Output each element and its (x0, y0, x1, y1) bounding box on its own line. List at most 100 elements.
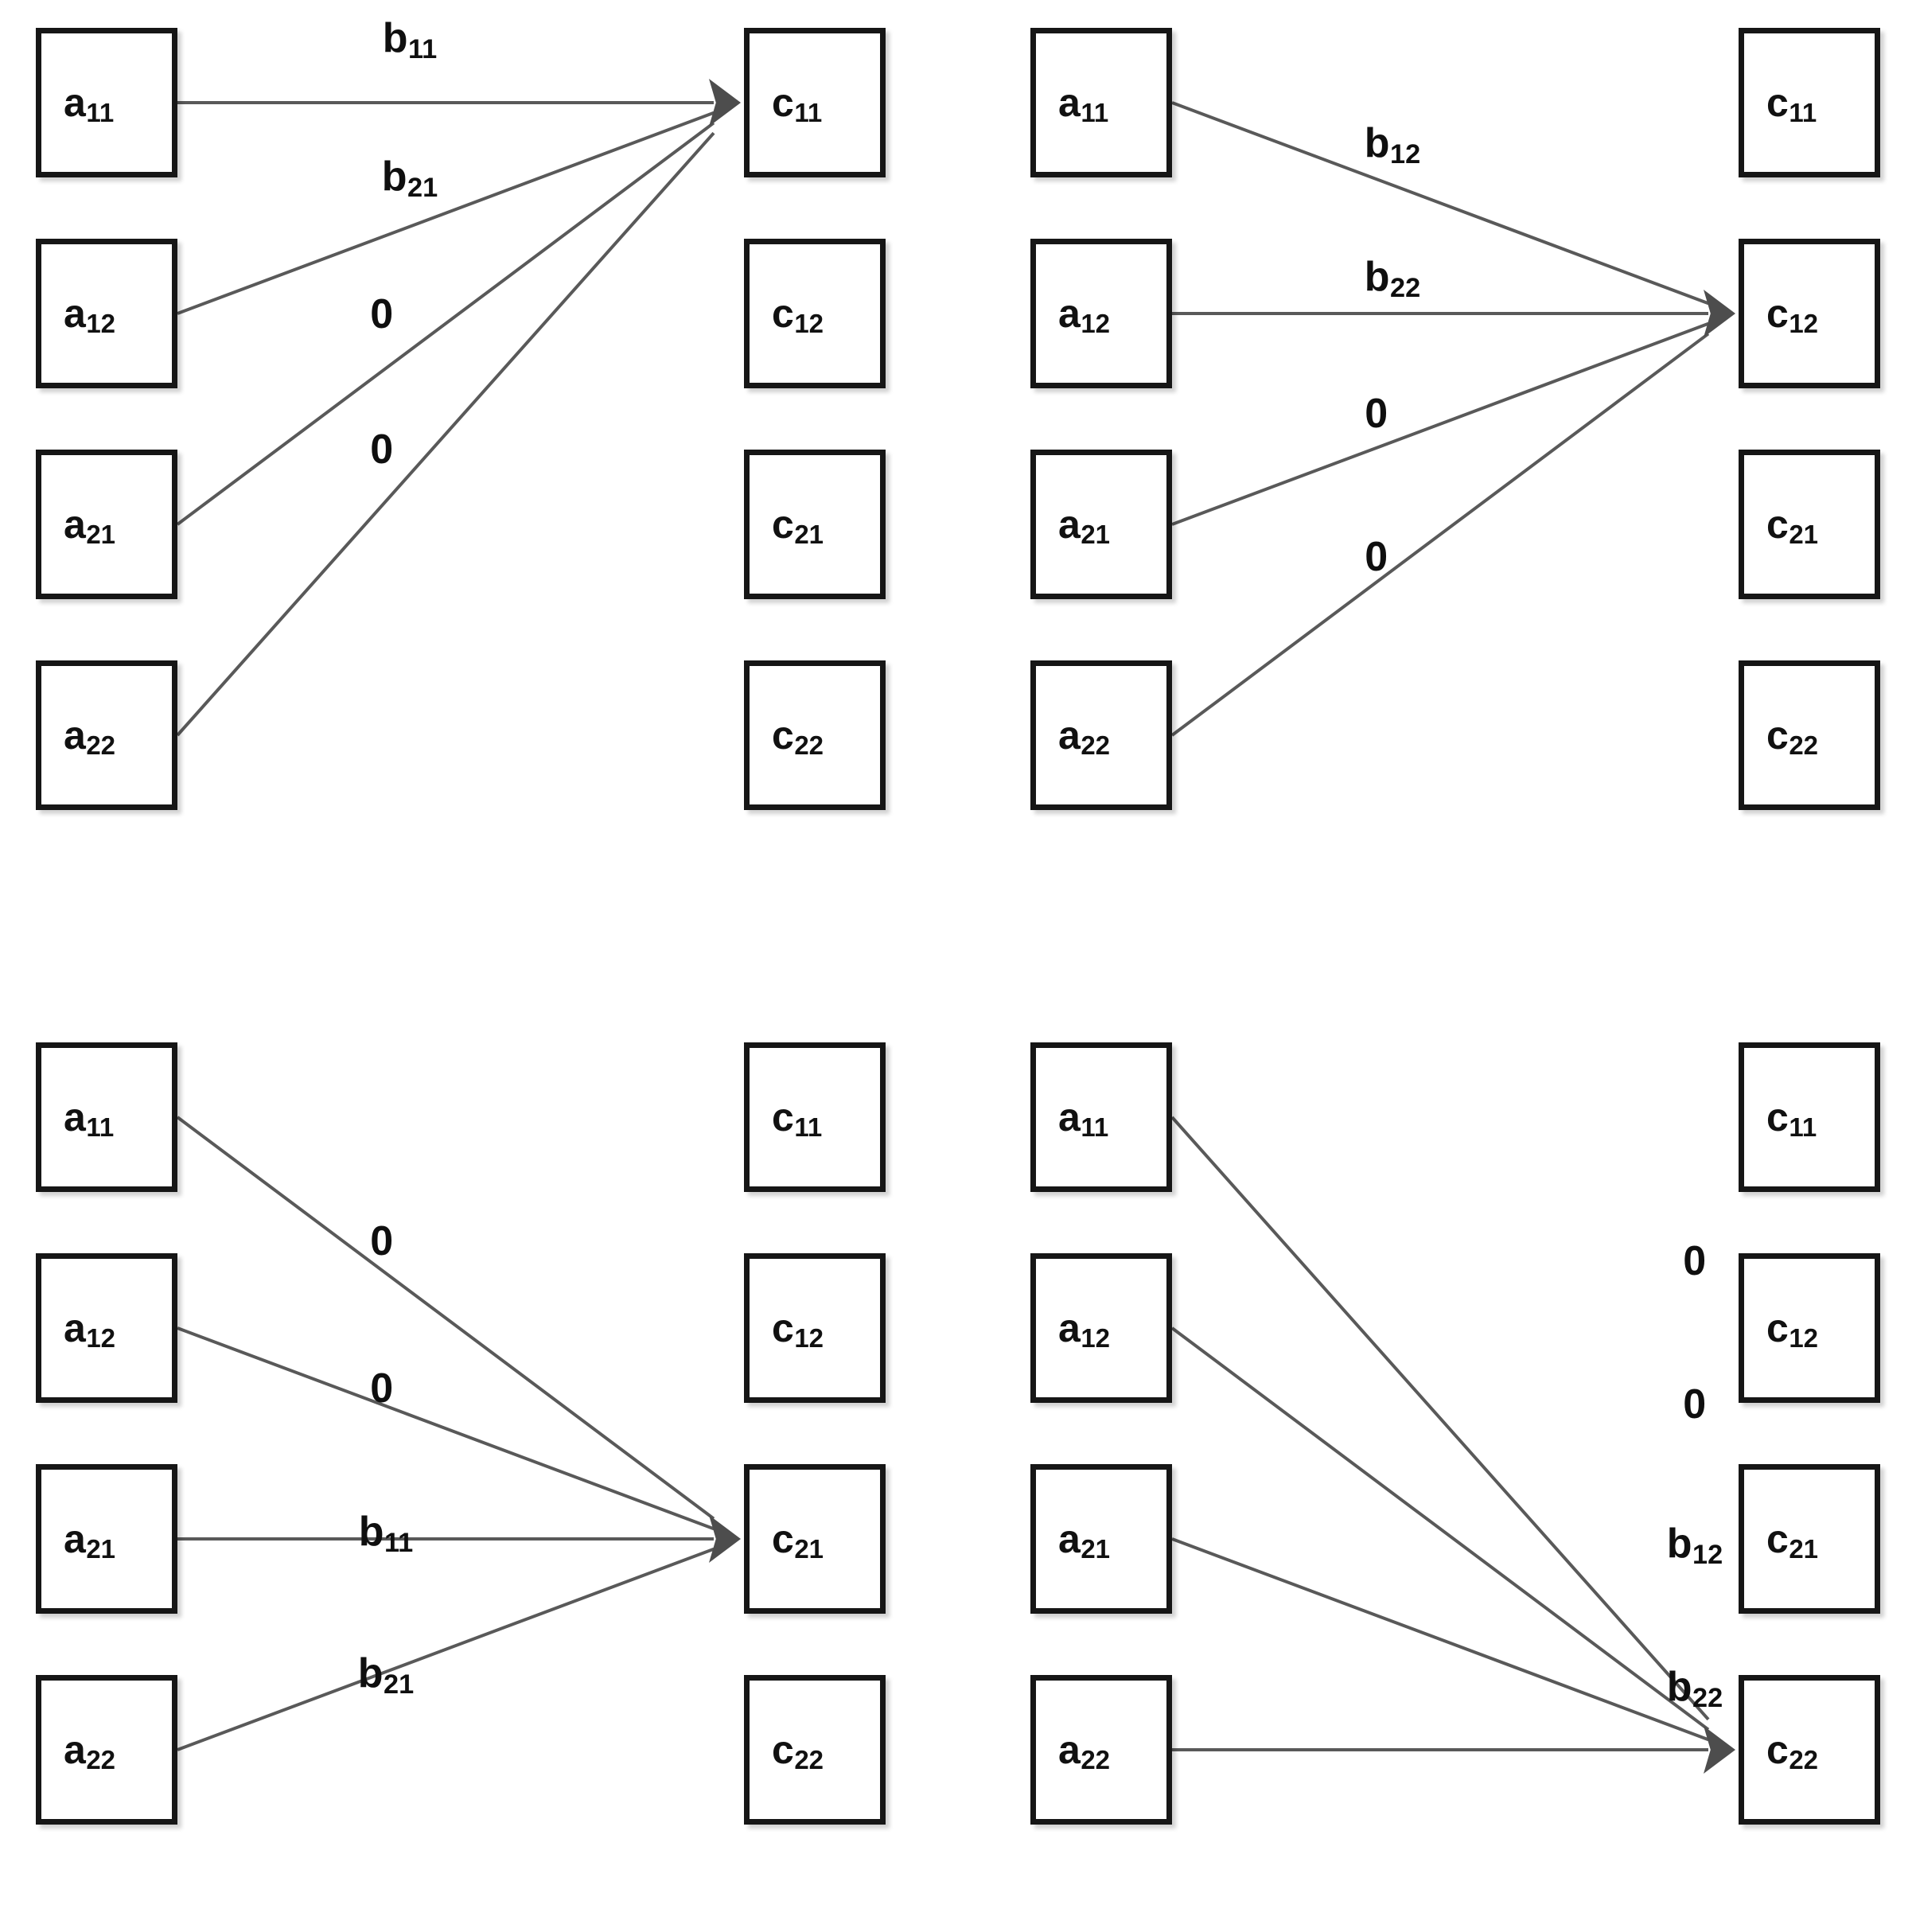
target-node-c11[interactable]: c11 (1739, 1042, 1880, 1192)
source-node-a11[interactable]: a11 (36, 1042, 177, 1192)
edge-label: b11 (358, 1509, 414, 1558)
node-label: c22 (772, 713, 824, 761)
edge-label: 0 (370, 1365, 394, 1412)
edge-line (1170, 1326, 1710, 1731)
node-label: c11 (1766, 1095, 1817, 1143)
target-node-c11[interactable]: c11 (1739, 28, 1880, 177)
target-node-c22[interactable]: c22 (744, 660, 886, 810)
node-label: a22 (1058, 713, 1111, 761)
source-node-a11[interactable]: a11 (1030, 1042, 1172, 1192)
node-label: c22 (1766, 713, 1819, 761)
target-node-c12[interactable]: c12 (744, 239, 886, 388)
edge-label: 0 (370, 1218, 394, 1264)
source-node-a21[interactable]: a21 (1030, 1464, 1172, 1614)
node-label: a22 (64, 713, 116, 761)
edge-line (1171, 321, 1709, 526)
node-label: c12 (1766, 1306, 1819, 1354)
edge-label: b12 (1364, 120, 1421, 169)
edge-line (1170, 332, 1710, 737)
node-label: c21 (1766, 1517, 1819, 1564)
node-label: c11 (1766, 80, 1817, 128)
node-label: c22 (1766, 1728, 1819, 1775)
source-node-a21[interactable]: a21 (1030, 450, 1172, 599)
node-label: a11 (64, 1095, 115, 1143)
node-label: c11 (772, 1095, 823, 1143)
target-node-c22[interactable]: c22 (1739, 660, 1880, 810)
node-label: c21 (772, 502, 824, 550)
edge-label: b11 (382, 15, 438, 64)
arrowhead-icon (709, 1515, 741, 1563)
source-node-a11[interactable]: a11 (36, 28, 177, 177)
target-node-c11[interactable]: c11 (744, 28, 886, 177)
source-node-a22[interactable]: a22 (36, 660, 177, 810)
edge-label: b21 (381, 154, 438, 203)
panel-c21: a11 a12 a21 a22 c11 c12 c21 c22 0 0 b11 b21 (0, 1015, 958, 1932)
target-node-c21[interactable]: c21 (1739, 450, 1880, 599)
target-node-c21[interactable]: c21 (744, 450, 886, 599)
edge-line (177, 1547, 715, 1751)
source-node-a12[interactable]: a12 (36, 1253, 177, 1403)
edge-label: b22 (1364, 254, 1421, 303)
edge-label: 0 (1683, 1238, 1707, 1284)
node-label: a22 (1058, 1728, 1111, 1775)
arrowhead-icon (709, 79, 741, 127)
edge-label: 0 (370, 291, 394, 337)
node-label: a12 (64, 291, 116, 339)
arrowhead-icon (1704, 290, 1735, 337)
edge-label: 0 (1365, 391, 1388, 437)
panel-c11: a11 a12 a21 a22 c11 c12 c21 c22 b11 b21 0 0 (0, 0, 958, 917)
edge-label: 0 (370, 427, 394, 473)
node-label: a21 (1058, 1517, 1111, 1564)
edge-line (176, 121, 715, 526)
node-label: a21 (1058, 502, 1111, 550)
node-label: c12 (772, 1306, 824, 1354)
node-label: a21 (64, 1517, 116, 1564)
edge-layer (1170, 1116, 1735, 1774)
edge-label: b21 (357, 1650, 415, 1700)
target-node-c11[interactable]: c11 (744, 1042, 886, 1192)
edge-line (177, 111, 715, 315)
source-node-a22[interactable]: a22 (36, 1675, 177, 1825)
edge-layer (176, 79, 741, 737)
edge-line (1171, 101, 1709, 306)
node-label: c22 (772, 1728, 824, 1775)
target-node-c21[interactable]: c21 (744, 1464, 886, 1614)
source-node-a21[interactable]: a21 (36, 450, 177, 599)
edge-line (1170, 1116, 1710, 1721)
target-node-c12[interactable]: c12 (744, 1253, 886, 1403)
edge-line (177, 1326, 715, 1531)
target-node-c12[interactable]: c12 (1739, 1253, 1880, 1403)
node-label: c12 (772, 291, 824, 339)
source-node-a21[interactable]: a21 (36, 1464, 177, 1614)
node-label: c12 (1766, 291, 1819, 339)
edge-layer (1170, 101, 1735, 737)
node-label: c11 (772, 80, 823, 128)
source-node-a22[interactable]: a22 (1030, 1675, 1172, 1825)
arrowhead-icon (1704, 1726, 1735, 1774)
edge-label: b22 (1666, 1664, 1723, 1713)
node-label: a21 (64, 502, 116, 550)
node-label: a12 (1058, 291, 1111, 339)
diagram-canvas: a11 a12 a21 a22 c11 c12 c21 c22 b11 b21 0 0 a11 a12 a2… (0, 0, 1916, 1825)
node-label: c21 (772, 1517, 824, 1564)
edge-line (176, 1116, 715, 1521)
node-label: a12 (1058, 1306, 1111, 1354)
source-node-a11[interactable]: a11 (1030, 28, 1172, 177)
target-node-c22[interactable]: c22 (1739, 1675, 1880, 1825)
edge-line (176, 131, 715, 737)
target-node-c21[interactable]: c21 (1739, 1464, 1880, 1614)
edge-label: b12 (1666, 1521, 1723, 1570)
node-label: a11 (1058, 1095, 1109, 1143)
source-node-a12[interactable]: a12 (36, 239, 177, 388)
node-label: c21 (1766, 502, 1819, 550)
source-node-a12[interactable]: a12 (1030, 1253, 1172, 1403)
target-node-c22[interactable]: c22 (744, 1675, 886, 1825)
node-label: a11 (1058, 80, 1109, 128)
edge-line (1171, 1537, 1709, 1742)
source-node-a12[interactable]: a12 (1030, 239, 1172, 388)
source-node-a22[interactable]: a22 (1030, 660, 1172, 810)
target-node-c12[interactable]: c12 (1739, 239, 1880, 388)
node-label: a12 (64, 1306, 116, 1354)
